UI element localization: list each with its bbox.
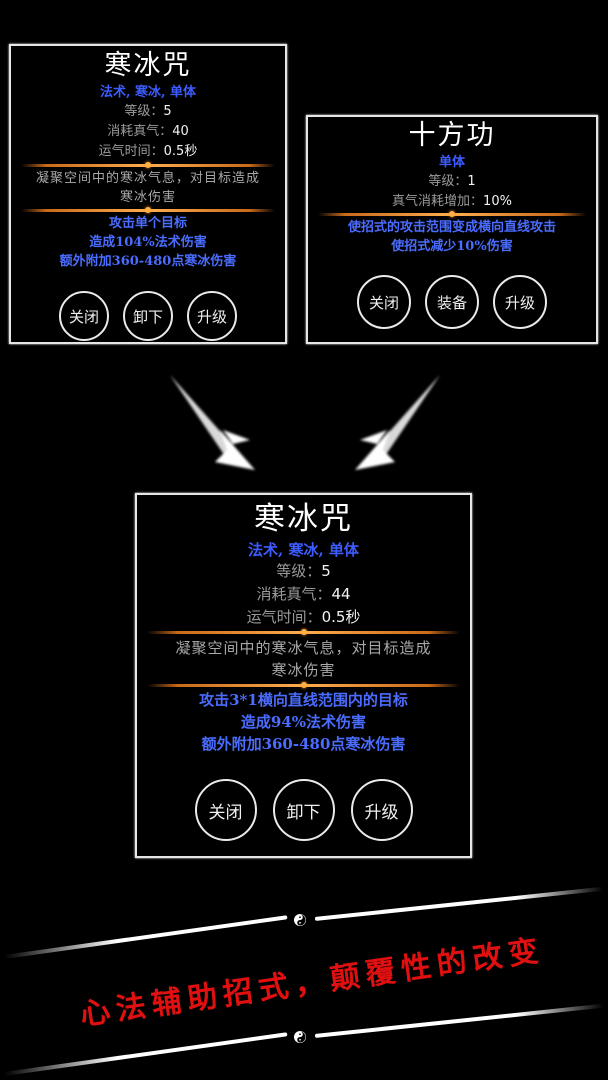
skill-card-result: 寒冰咒 法术, 寒冰, 单体 等级：5 消耗真气：44 运气时间：0.5秒 凝聚…: [135, 493, 472, 858]
skill-tags: 法术, 寒冰, 单体: [248, 541, 359, 559]
yin-yang-icon: [294, 1031, 306, 1043]
skill-card-before: 寒冰咒 法术, 寒冰, 单体 等级：5 消耗真气：40 运气时间：0.5秒 凝聚…: [9, 44, 287, 344]
skill-description: 凝聚空间中的寒冰气息，对目标造成 寒冰伤害: [35, 171, 260, 205]
stat-qi-cost: 消耗真气：44: [256, 585, 351, 603]
ornament-divider: [21, 162, 275, 168]
divider-gem-icon: [145, 207, 151, 213]
skill-title: 寒冰咒: [254, 501, 353, 537]
skill-title: 寒冰咒: [104, 50, 192, 81]
skill-tags: 法术, 寒冰, 单体: [99, 85, 197, 100]
divider-gem-icon: [449, 211, 455, 217]
brush-stroke-divider: [314, 886, 604, 921]
stat-level: 等级：5: [124, 104, 172, 119]
close-button[interactable]: 关闭: [357, 275, 411, 329]
button-row: 关闭 装备 升级: [308, 275, 596, 329]
unequip-button[interactable]: 卸下: [272, 779, 335, 841]
stat-cast-time: 运气时间：0.5秒: [246, 608, 361, 626]
arrow-down-left-icon: [355, 375, 440, 470]
stat-level: 等级：1: [428, 174, 476, 189]
brush-stroke-divider: [314, 1003, 604, 1038]
close-button[interactable]: 关闭: [59, 291, 109, 341]
ornament-divider: [21, 207, 275, 213]
ornament-divider: [147, 682, 460, 688]
brush-stroke-divider: [3, 1032, 288, 1076]
divider-gem-icon: [300, 629, 307, 635]
unequip-button[interactable]: 卸下: [123, 291, 173, 341]
yin-yang-icon: [294, 914, 306, 926]
brush-stroke-divider: [3, 915, 288, 959]
skill-effects: 使招式的攻击范围变成横向直线攻击 使招式减少10%伤害: [347, 220, 556, 254]
stat-qi-cost: 消耗真气：40: [107, 124, 189, 139]
skill-tags: 单体: [438, 155, 465, 170]
skill-title: 十方功: [408, 120, 496, 151]
upgrade-button[interactable]: 升级: [350, 779, 413, 841]
stat-cast-time: 运气时间：0.5秒: [98, 144, 198, 159]
arrow-down-right-icon: [170, 375, 255, 470]
button-row: 关闭 卸下 升级: [137, 779, 470, 841]
ornament-divider: [147, 629, 460, 635]
upgrade-button[interactable]: 升级: [493, 275, 547, 329]
skill-description: 凝聚空间中的寒冰气息，对目标造成 寒冰伤害: [175, 639, 432, 679]
stat-level: 等级：5: [276, 562, 331, 580]
close-button[interactable]: 关闭: [194, 779, 257, 841]
button-row: 关闭 卸下 升级: [11, 291, 285, 341]
equip-button[interactable]: 装备: [425, 275, 479, 329]
skill-effects: 攻击3*1横向直线范围内的目标 造成94%法术伤害 额外附加360-480点寒冰…: [199, 691, 408, 753]
upgrade-button[interactable]: 升级: [187, 291, 237, 341]
skill-card-modifier: 十方功 单体 等级：1 真气消耗增加：10% 使招式的攻击范围变成横向直线攻击 …: [306, 115, 598, 344]
ornament-divider: [318, 211, 586, 217]
divider-gem-icon: [145, 162, 151, 168]
skill-effects: 攻击单个目标 造成104%法术伤害 额外附加360-480点寒冰伤害: [59, 216, 237, 269]
stat-qi-cost-increase: 真气消耗增加：10%: [392, 194, 512, 209]
divider-gem-icon: [300, 682, 307, 688]
